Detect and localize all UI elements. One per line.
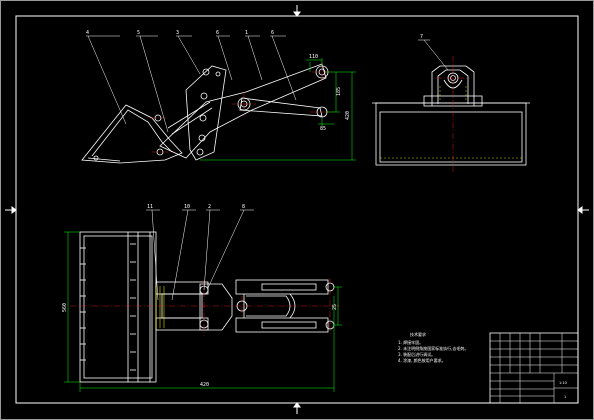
notes-title: 技术要求 xyxy=(410,331,426,337)
drawing-frame xyxy=(15,15,579,404)
callout-side-3: 6 xyxy=(216,30,219,36)
cylinder-top-lower xyxy=(235,317,329,333)
title-block xyxy=(489,332,579,404)
dim-side-height-inner: 185 xyxy=(336,87,342,96)
front-centerlines xyxy=(436,56,470,172)
callout-top-2: 2 xyxy=(208,204,211,210)
top-hidden-lines xyxy=(155,284,165,330)
notes-line-1: 2. 未注明倒角按国家标准执行,去毛刺。 xyxy=(398,345,468,351)
callout-top-3: 8 xyxy=(242,204,245,210)
side-view xyxy=(81,63,329,164)
dim-top-length: 420 xyxy=(200,382,209,388)
notes-line-0: 1. 焊接牢固。 xyxy=(398,339,423,345)
callout-front-0: 7 xyxy=(420,34,423,40)
side-centerlines xyxy=(150,62,334,153)
callout-side-4: 1 xyxy=(245,30,248,36)
front-hidden-lines xyxy=(380,86,522,159)
top-dimensions xyxy=(64,231,342,392)
top-callout-leaders xyxy=(146,209,254,301)
top-centerlines xyxy=(70,278,342,336)
side-dimensions xyxy=(200,58,356,161)
boom-plate xyxy=(185,65,227,161)
cylinder-top-upper xyxy=(235,279,329,295)
dim-side-width-small: 110 xyxy=(309,54,318,60)
callout-top-0: 11 xyxy=(147,204,153,210)
centring-marks xyxy=(5,5,589,414)
mount-bracket-front xyxy=(431,65,475,106)
callout-top-1: 10 xyxy=(184,204,190,210)
title-block-scale: 1:10 xyxy=(559,381,567,385)
boom-arm xyxy=(159,63,327,159)
callout-side-1: 5 xyxy=(137,30,140,36)
callout-side-2: 3 xyxy=(176,30,179,36)
notes-line-2: 3. 装配后进行调试。 xyxy=(398,351,435,357)
callout-side-0: 4 xyxy=(86,30,89,36)
dim-top-right: 25 xyxy=(332,304,338,310)
bucket-side-outline xyxy=(81,104,183,164)
dim-side-height-main: 420 xyxy=(345,111,351,120)
callout-side-5: 6 xyxy=(271,30,274,36)
front-view xyxy=(372,65,530,166)
hydraulic-cylinder xyxy=(239,97,323,117)
hub-top xyxy=(199,283,233,331)
dim-side-offset: 85 xyxy=(320,126,326,132)
side-callout-leaders xyxy=(86,35,297,133)
front-callout-leader xyxy=(423,39,449,71)
notes-line-3: 4. 涂漆, 颜色按用户要求。 xyxy=(398,357,446,363)
bucket-top-outline xyxy=(79,231,157,383)
dim-top-width: 560 xyxy=(62,303,68,312)
title-block-sheet: 1 xyxy=(564,395,566,399)
top-view xyxy=(79,231,335,383)
